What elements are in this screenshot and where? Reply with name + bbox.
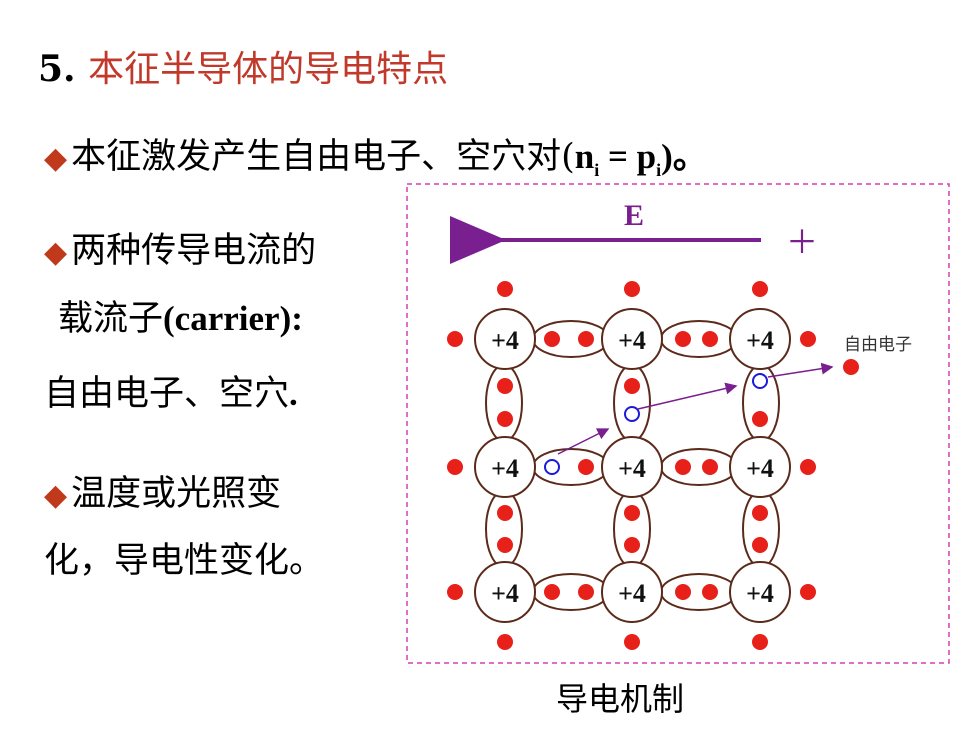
title-text: 本征半导体的导电特点 <box>88 49 449 90</box>
diamond-bullet-icon: ◆ <box>44 478 68 513</box>
bullet-1-text: 本征激发产生自由电子、空穴对( <box>71 137 575 177</box>
bullet-2-line-1: ◆两种传导电流的 <box>44 222 316 273</box>
svg-text:+4: +4 <box>618 579 646 608</box>
carrier-cn: 载流子 <box>58 299 164 339</box>
svg-text:+4: +4 <box>491 579 519 608</box>
bullet-2-line-3: 自由电子、空穴. <box>44 365 298 416</box>
svg-text:+4: +4 <box>746 326 774 355</box>
carrier-motion-arrows <box>557 362 834 455</box>
free-electron <box>843 359 859 375</box>
carrier-types: 自由电子、空穴 <box>44 374 290 414</box>
carrier-en: (carrier): <box>163 299 303 338</box>
bullet-3-text-2: 化，导电性变化。 <box>44 541 325 581</box>
bullet-1: ◆本征激发产生自由电子、空穴对(ni = pi)。 <box>44 128 708 181</box>
atom: +4 <box>729 561 791 623</box>
svg-text:+4: +4 <box>746 454 774 483</box>
n-subscript: i <box>594 160 600 180</box>
atom: +4 <box>601 561 663 623</box>
bullet-1-tail: )。 <box>661 137 708 176</box>
page-title: 5. 本征半导体的导电特点 <box>38 40 448 92</box>
valence-electrons <box>447 281 816 650</box>
svg-text:+4: +4 <box>491 326 519 355</box>
svg-text:+4: +4 <box>618 326 646 355</box>
atom: +4 <box>729 308 791 370</box>
n-symbol: n <box>574 137 595 176</box>
plus-sign: ＋ <box>786 223 818 261</box>
diamond-bullet-icon: ◆ <box>44 235 68 270</box>
field-label: E <box>624 199 644 232</box>
minus-sign: － <box>454 223 486 261</box>
bullet-3-line-2: 化，导电性变化。 <box>44 532 324 583</box>
diagram-caption: 导电机制 <box>556 680 685 718</box>
svg-text:+4: +4 <box>618 454 646 483</box>
free-electron-label: 自由电子 <box>844 335 912 355</box>
diagram-border <box>406 183 950 664</box>
svg-text:+4: +4 <box>746 579 774 608</box>
carrier-period: . <box>289 374 298 413</box>
holes <box>544 373 768 475</box>
atom-grid: +4 +4 +4 +4 +4 +4 +4 +4 +4 <box>474 308 791 623</box>
atom: +4 <box>601 436 663 498</box>
diamond-bullet-icon: ◆ <box>44 141 68 176</box>
atom: +4 <box>601 308 663 370</box>
equals-sign: = <box>599 137 637 176</box>
bullet-3-line-1: ◆温度或光照变 <box>44 465 281 516</box>
title-number: 5. <box>38 48 76 90</box>
atom: +4 <box>474 308 536 370</box>
p-symbol: p <box>636 137 657 176</box>
bullet-2-line-2: 载流子(carrier): <box>58 290 303 341</box>
atom: +4 <box>729 436 791 498</box>
bullet-2-text: 两种传导电流的 <box>71 231 317 271</box>
atom: +4 <box>474 436 536 498</box>
p-subscript: i <box>656 160 662 180</box>
svg-text:+4: +4 <box>491 454 519 483</box>
atom: +4 <box>474 561 536 623</box>
bullet-3-text: 温度或光照变 <box>71 474 282 514</box>
conduction-diagram: E － ＋ +4 +4 +4 +4 +4 +4 +4 +4 +4 <box>406 183 950 664</box>
